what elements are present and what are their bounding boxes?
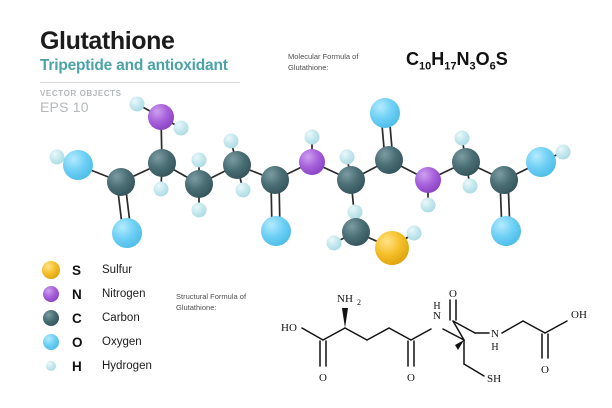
atom-hydrogen	[49, 149, 65, 165]
label-amide2-oxygen: O	[449, 288, 457, 300]
page-subtitle: Tripeptide and antioxidant	[40, 57, 228, 75]
atom-legend: S Sulfur N Nitrogen C Carbon O Oxygen	[40, 258, 152, 378]
structural-formula-label: Structural Formula of Glutathione:	[176, 291, 272, 314]
structural-formula-label-line1: Structural Formula of	[176, 292, 247, 301]
atom-nitrogen	[148, 104, 174, 130]
legend-symbol: C	[72, 310, 82, 326]
atom-hydrogen	[304, 129, 320, 145]
atom-oxygen	[261, 216, 291, 246]
title-block: Glutathione Tripeptide and antioxidant V…	[40, 28, 270, 115]
sulfur-atom-icon	[40, 260, 62, 280]
atom-hydrogen	[223, 133, 239, 149]
atom-nitrogen	[415, 167, 441, 193]
formula-part-c: C	[406, 49, 419, 69]
vector-objects-label: VECTOR OBJECTS	[40, 89, 122, 99]
atom-hydrogen	[420, 197, 436, 213]
atom-hydrogen	[153, 181, 169, 197]
label-glycine-oxygen: O	[541, 364, 549, 376]
structural-formula-diagram: HO NH 2 O O N H O N H SH O OH	[281, 288, 587, 385]
eps-version-label: EPS 10	[40, 99, 89, 116]
atom-hydrogen	[454, 130, 470, 146]
label-amide1-nitrogen: N	[433, 310, 441, 322]
atom-hydrogen	[191, 202, 207, 218]
atom-nitrogen	[299, 149, 325, 175]
atom-hydrogen	[347, 204, 363, 220]
molecular-formula-label-line2: Glutathione:	[288, 62, 329, 72]
atom-carbon	[342, 218, 370, 246]
formula-part-h: H	[431, 49, 445, 69]
molecular-formula-label-line1: Molecular Formula of	[288, 52, 359, 61]
legend-name: Nitrogen	[102, 288, 146, 300]
label-ho: HO	[281, 322, 297, 334]
hydrogen-atom-icon	[40, 356, 62, 376]
formula-count-h: 17	[444, 60, 457, 73]
atom-carbon	[223, 151, 251, 179]
carbon-atom-icon	[40, 308, 62, 328]
atom-carbon	[185, 170, 213, 198]
label-carboxyl-oxygen: O	[319, 372, 327, 384]
atom-carbon	[107, 168, 135, 196]
atom-carbon	[452, 148, 480, 176]
legend-item-oxygen: O Oxygen	[40, 330, 152, 354]
label-thiol: SH	[487, 373, 501, 385]
legend-symbol: H	[72, 358, 82, 374]
nitrogen-atom-icon	[40, 284, 62, 304]
atom-carbon	[337, 166, 365, 194]
atom-oxygen	[63, 150, 93, 180]
legend-symbol: O	[72, 334, 83, 350]
atom-hydrogen	[129, 96, 145, 112]
legend-symbol: N	[72, 286, 82, 302]
model-atoms	[49, 96, 571, 265]
atom-carbon	[490, 166, 518, 194]
molecular-formula-label: Molecular Formula of Glutathione:	[288, 52, 383, 74]
stereo-wedge-amine	[342, 308, 348, 328]
atom-sulfur	[375, 231, 409, 265]
legend-name: Sulfur	[102, 264, 133, 276]
atom-hydrogen	[173, 120, 189, 136]
atom-hydrogen	[326, 235, 342, 251]
legend-item-hydrogen: H Hydrogen	[40, 354, 152, 378]
atom-hydrogen	[191, 152, 207, 168]
formula-part-s: S	[495, 49, 508, 69]
atom-hydrogen	[235, 182, 251, 198]
label-nh2: NH	[337, 293, 353, 305]
atom-oxygen	[370, 98, 400, 128]
atom-hydrogen	[406, 225, 422, 241]
label-amide2-nitrogen: N	[491, 328, 499, 340]
legend-name: Oxygen	[102, 336, 142, 348]
legend-item-nitrogen: N Nitrogen	[40, 282, 152, 306]
title-divider	[40, 82, 240, 84]
atom-hydrogen	[339, 149, 355, 165]
stereo-wedge-cysteine	[455, 340, 464, 350]
atom-carbon	[261, 166, 289, 194]
molecular-formula-block: Molecular Formula of Glutathione: C10H17…	[288, 49, 508, 74]
formula-part-n: N	[456, 49, 470, 69]
atom-hydrogen	[555, 144, 571, 160]
formula-count-c: 10	[419, 60, 432, 73]
oxygen-atom-icon	[40, 332, 62, 352]
label-amide1-oxygen: O	[407, 372, 415, 384]
label-nh2-subscript: 2	[357, 298, 361, 307]
atom-oxygen	[526, 147, 556, 177]
label-amide2-hydrogen: H	[491, 342, 498, 353]
legend-name: Hydrogen	[102, 360, 152, 372]
page-title: Glutathione	[40, 27, 175, 55]
label-amide1-hydrogen: H	[433, 301, 440, 312]
formula-count-n: 3	[469, 60, 476, 73]
formula-part-o: O	[475, 49, 490, 69]
structural-formula-label-line2: Glutathione:	[176, 303, 217, 313]
atom-carbon	[148, 149, 176, 177]
legend-item-carbon: C Carbon	[40, 306, 152, 330]
atom-carbon	[375, 146, 403, 174]
atom-oxygen	[112, 218, 142, 248]
formula-count-o: 6	[489, 60, 496, 73]
label-terminal-hydroxyl: OH	[571, 309, 587, 321]
legend-symbol: S	[72, 262, 82, 278]
atom-oxygen	[491, 216, 521, 246]
molecular-formula-value: C10H17N3O6S	[406, 49, 508, 73]
atom-hydrogen	[462, 178, 478, 194]
legend-item-sulfur: S Sulfur	[40, 258, 152, 282]
legend-name: Carbon	[102, 312, 140, 324]
